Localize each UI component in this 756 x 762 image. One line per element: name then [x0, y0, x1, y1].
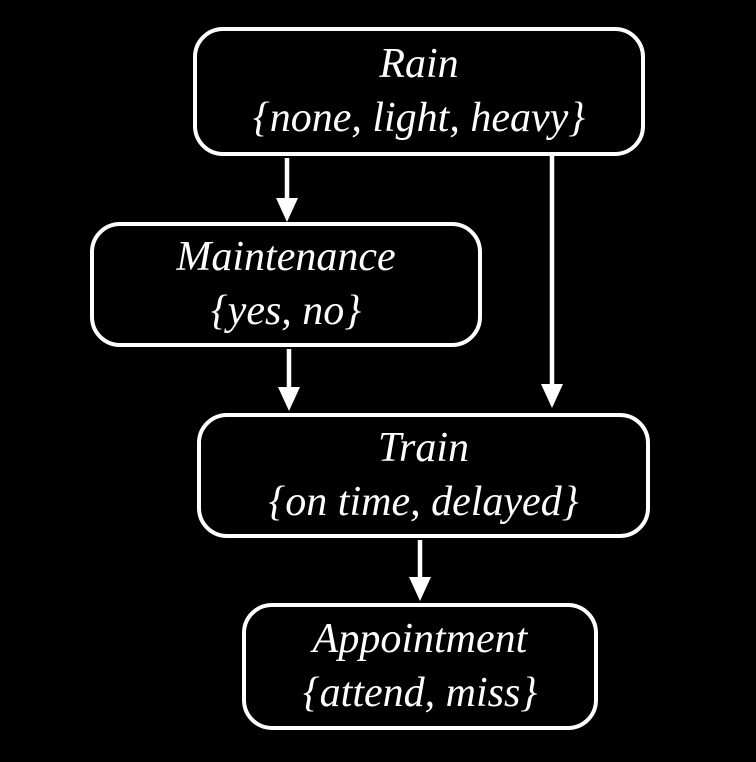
node-appointment-title: Appointment — [312, 615, 528, 662]
node-rain: Rain {none, light, heavy} — [193, 27, 645, 156]
node-train-values: {on time, delayed} — [268, 478, 579, 525]
node-maintenance-title: Maintenance — [176, 233, 396, 280]
arrow-rain-to-train — [541, 156, 563, 408]
node-maintenance: Maintenance {yes, no} — [90, 222, 482, 347]
node-maintenance-values: {yes, no} — [210, 287, 362, 334]
arrow-maintenance-to-train — [278, 349, 300, 411]
node-train-title: Train — [377, 424, 470, 471]
node-rain-values: {none, light, heavy} — [252, 94, 586, 141]
arrow-train-to-appointment — [409, 540, 431, 601]
node-appointment: Appointment {attend, miss} — [242, 603, 598, 730]
node-appointment-values: {attend, miss} — [302, 669, 538, 716]
node-train: Train {on time, delayed} — [197, 413, 650, 538]
node-rain-title: Rain — [379, 40, 459, 87]
arrow-rain-to-maintenance — [276, 158, 298, 222]
